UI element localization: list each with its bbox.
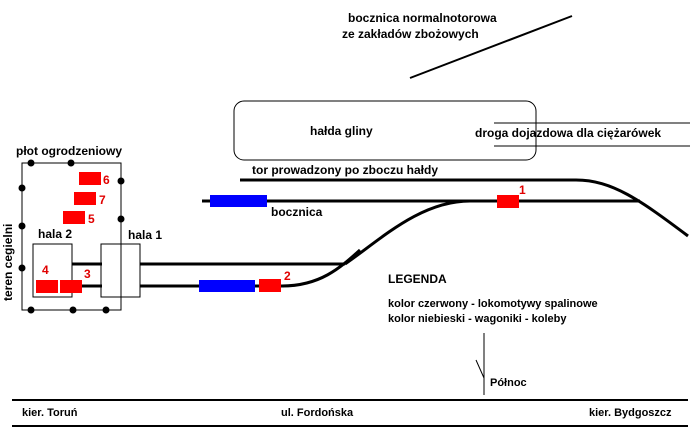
hall-2-label: hala 2 <box>38 227 72 241</box>
fence-post <box>67 159 75 167</box>
locomotive-7 <box>74 192 96 205</box>
legend-title: LEGENDA <box>388 272 447 286</box>
standard-gauge-siding-line <box>409 15 573 79</box>
wagon-siding <box>210 195 267 207</box>
locomotive-1 <box>497 195 519 208</box>
locomotive-4 <box>36 280 58 293</box>
locomotive-4-number: 4 <box>42 263 49 277</box>
locomotive-5 <box>63 211 85 224</box>
north-arrow-icon <box>475 359 485 379</box>
fence-post <box>69 306 77 314</box>
locomotive-6-number: 6 <box>103 173 110 187</box>
heap-slope-track <box>240 178 689 238</box>
truck-road-label: droga dojazdowa dla ciężarówek <box>475 126 661 140</box>
top-siding-label-2: ze zakładów zbożowych <box>342 27 479 41</box>
locomotive-6 <box>79 172 101 185</box>
direction-torun: kier. Toruń <box>22 407 78 419</box>
fence-post <box>27 306 35 314</box>
legend-blue: kolor niebieski - wagoniki - koleby <box>388 313 567 325</box>
siding-label: bocznica <box>271 205 323 219</box>
fence-post <box>18 264 26 272</box>
fence-post <box>18 222 26 230</box>
direction-bydgoszcz: kier. Bydgoszcz <box>589 407 672 419</box>
upper-connecting-curve <box>344 199 471 266</box>
fence-label: płot ogrodzeniowy <box>16 144 122 158</box>
locomotive-2 <box>259 279 281 292</box>
fence-post <box>18 184 26 192</box>
locomotive-3 <box>60 280 82 293</box>
legend-red: kolor czerwony - lokomotywy spalinowe <box>388 298 598 310</box>
heap-track-label: tor prowadzony po zboczu hałdy <box>252 163 438 177</box>
clay-heap-outline <box>233 100 537 161</box>
wagon-yard <box>199 280 255 292</box>
locomotive-2-number: 2 <box>284 269 291 283</box>
fence-posts <box>18 159 125 314</box>
north-label: Północ <box>490 377 527 389</box>
top-siding-label-1: bocznica normalnotorowa <box>348 11 497 25</box>
fence-post <box>102 306 110 314</box>
fence-post <box>117 177 125 185</box>
locomotive-1-number: 1 <box>519 183 526 197</box>
brickyard-area-label: teren cegielni <box>1 224 15 301</box>
locomotive-7-number: 7 <box>99 193 106 207</box>
hall-1-outline <box>100 243 141 298</box>
lower-connecting-curve <box>281 248 362 288</box>
hall-1-label: hala 1 <box>128 228 162 242</box>
hall-2-outline <box>32 243 73 298</box>
street-name: ul. Fordońska <box>281 407 354 419</box>
locomotive-3-number: 3 <box>84 267 91 281</box>
locomotive-5-number: 5 <box>88 212 95 226</box>
fence-post <box>27 159 35 167</box>
clay-heap-label: hałda gliny <box>310 124 373 138</box>
fence-post <box>117 215 125 223</box>
